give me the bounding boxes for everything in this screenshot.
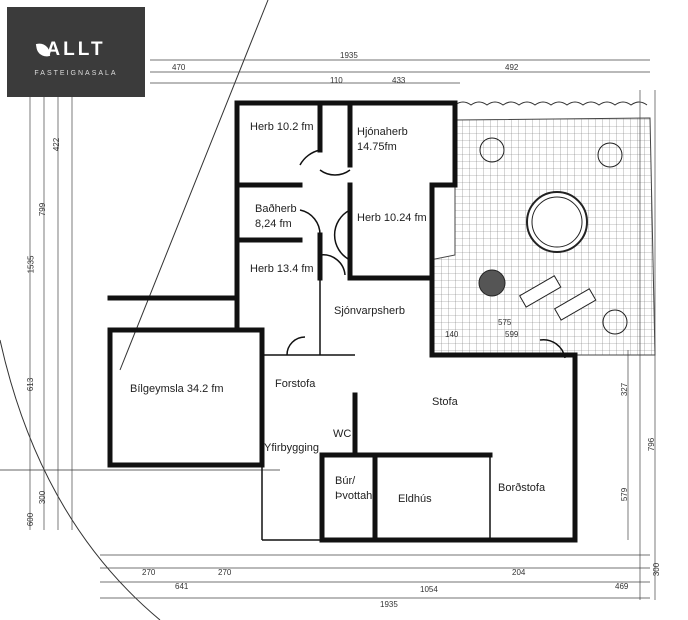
terrace-plant-2 (597, 142, 623, 168)
room-stofa: Stofa (432, 396, 458, 408)
dim-top-b: 492 (505, 63, 519, 72)
terrace-chair (478, 269, 506, 297)
dim-misc-c: 204 (512, 568, 526, 577)
walls (107, 100, 578, 543)
dim-right-b: 579 (620, 487, 630, 502)
terrace-table (526, 191, 588, 253)
room-bur-type: Þvottah (335, 490, 373, 502)
room-sjonvarpsherb: Sjónvarpsherb (334, 305, 405, 317)
terrace-plant (479, 137, 505, 163)
brand-subtitle: FASTEIGNASALA (34, 70, 118, 77)
dim-left-a: 422 (52, 137, 62, 152)
room-eldhus: Eldhús (398, 493, 432, 505)
dim-top-c: 433 (392, 76, 406, 85)
dim-top-a: 470 (172, 63, 186, 72)
dim-right-c: 327 (620, 382, 630, 397)
dim-right-a: 796 (647, 437, 657, 452)
room-badherb-area: 8,24 fm (255, 218, 292, 230)
room-forstofa: Forstofa (275, 378, 316, 390)
sun-lounger (518, 275, 562, 308)
room-bilgeymsla: Bílgeymsla 34.2 fm (130, 383, 224, 395)
room-herb-2: Herb 10.24 fm (357, 212, 427, 224)
dim-bottom-b: 641 (175, 582, 189, 591)
room-herb-3: Herb 13.4 fm (250, 263, 314, 275)
dim-misc-a: 140 (445, 330, 459, 339)
brand-name: ALLT (46, 39, 106, 60)
dim-top-total: 1935 (340, 51, 358, 60)
dim-left-b: 613 (26, 377, 36, 392)
dim-misc-b: 110 (330, 76, 343, 85)
dim-terrace-a: 575 (498, 318, 512, 327)
room-bur-name: Búr/ (335, 475, 356, 487)
room-bordstofa: Borðstofa (498, 482, 546, 494)
room-wc: WC (333, 428, 352, 440)
terrace-hedge (454, 101, 648, 106)
dim-left-c: 799 (38, 202, 48, 217)
room-badherb-name: Baðherb (255, 203, 297, 215)
sun-lounger-2 (553, 288, 597, 321)
dim-bottom-total: 1935 (380, 600, 398, 609)
dim-left-total: 1535 (26, 255, 36, 274)
dim-terrace-b: 599 (505, 330, 519, 339)
room-herb-1: Herb 10.2 fm (250, 121, 314, 133)
terrace-plant-3 (602, 309, 628, 335)
dim-bottom-e: 270 (218, 568, 232, 577)
room-hjonaherb-area: 14.75fm (357, 141, 397, 153)
dim-left-d: 600 (26, 512, 36, 527)
dim-left-e: 300 (38, 490, 48, 505)
brand-logo: ALLT FASTEIGNASALA (7, 7, 145, 97)
dimension-lines (29, 59, 656, 600)
dim-bottom-d: 270 (142, 568, 156, 577)
room-yfirbygging: Yfirbygging (264, 442, 320, 454)
dim-right-d: 300 (652, 562, 662, 577)
dim-bottom-c: 469 (615, 582, 629, 591)
room-hjonaherb-name: Hjónaherb (357, 126, 408, 138)
dim-bottom-a: 1054 (420, 585, 438, 594)
